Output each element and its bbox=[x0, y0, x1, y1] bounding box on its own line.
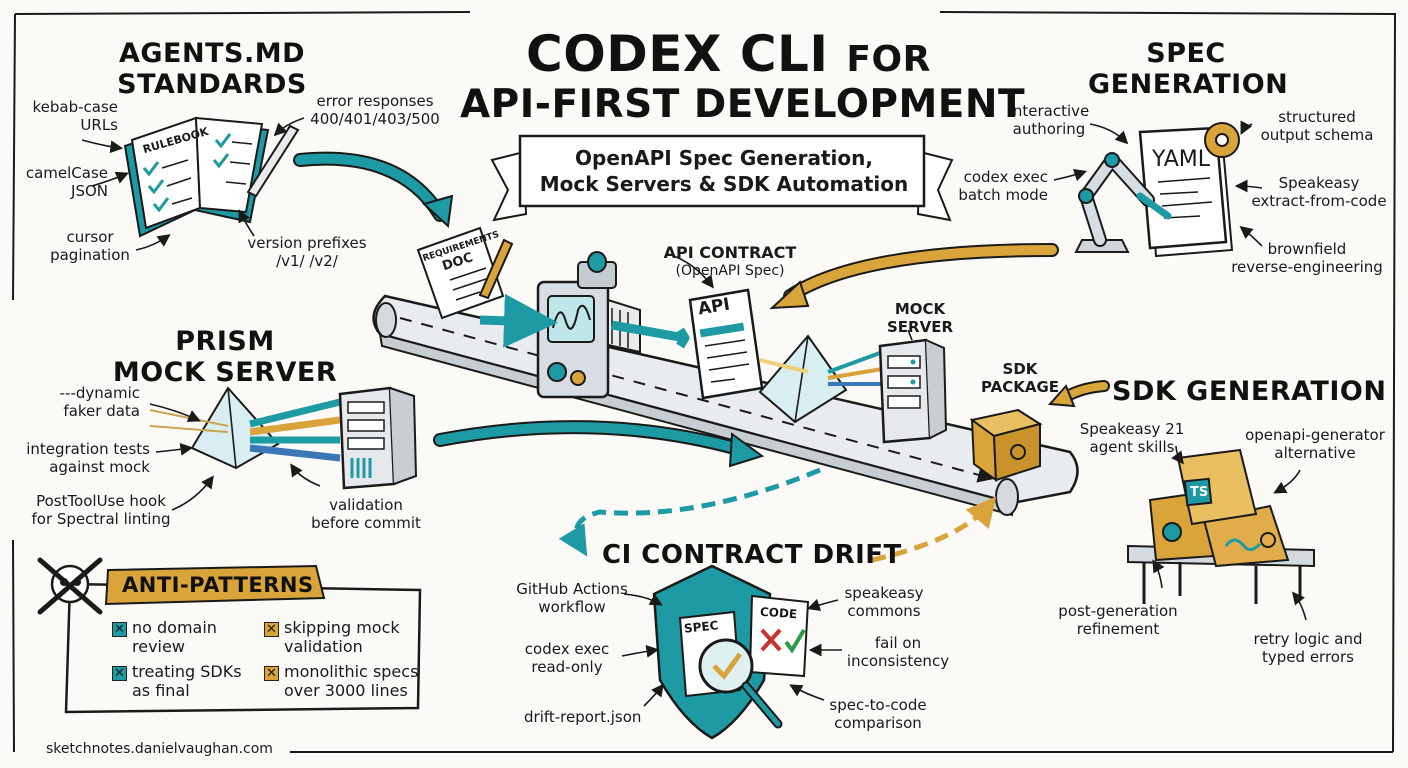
rulebook-drawing bbox=[123, 116, 300, 238]
flow-arrows bbox=[293, 151, 1110, 563]
note-speakeasy-commons: speakeasy commons bbox=[844, 584, 924, 620]
note-post-generation: post-generation refinement bbox=[1058, 602, 1178, 638]
prism-heading-line1: PRISM bbox=[175, 326, 275, 357]
ts-box-label: TS bbox=[1190, 485, 1209, 500]
note-integration-tests: integration tests against mock bbox=[26, 440, 150, 476]
agents-md-heading: AGENTS.MD STANDARDS bbox=[112, 38, 312, 100]
prism-drawing bbox=[149, 386, 418, 490]
anti-pattern-item: skipping mock validation bbox=[284, 618, 400, 656]
prism-heading: PRISM MOCK SERVER bbox=[110, 326, 340, 388]
title-small: FOR bbox=[846, 39, 931, 80]
note-version-prefixes: version prefixes /v1/ /v2/ bbox=[247, 234, 367, 270]
yaml-doc-label: YAML bbox=[1152, 147, 1211, 172]
anti-patterns-heading: ANTI-PATTERNS bbox=[122, 573, 314, 597]
pipeline-package bbox=[969, 408, 1043, 483]
note-interactive-authoring: interactive authoring bbox=[1008, 102, 1090, 138]
note-pointers bbox=[81, 117, 1307, 707]
anti-pattern-check-2: ✕ bbox=[264, 622, 279, 637]
api-contract-label: API CONTRACT (OpenAPI Spec) bbox=[650, 244, 810, 280]
note-openapi-generator: openapi-generator alternative bbox=[1245, 426, 1385, 462]
anti-pattern-check-1: ✕ bbox=[112, 622, 127, 637]
banner-line2: Mock Servers & SDK Automation bbox=[539, 172, 909, 196]
spec-generation-heading-line2: GENERATION bbox=[1088, 69, 1289, 100]
note-spec-to-code: spec-to-code comparison bbox=[829, 696, 927, 732]
mock-server-line1: MOCK bbox=[894, 300, 946, 318]
note-speakeasy-skills: Speakeasy 21 agent skills bbox=[1079, 420, 1185, 456]
api-contract-doc-drawing bbox=[688, 288, 764, 400]
title-main: CODEX CLI bbox=[526, 25, 829, 83]
page-title: CODEX CLI FOR bbox=[526, 26, 931, 88]
note-codex-readonly: codex exec read-only bbox=[524, 640, 610, 676]
note-kebab-case: kebab-case URLs bbox=[32, 98, 118, 134]
note-drift-report: drift-report.json bbox=[524, 708, 642, 726]
note-posttooluse: PostToolUse hook for Spectral linting bbox=[31, 492, 171, 528]
api-contract-line1: API CONTRACT bbox=[663, 243, 797, 262]
anti-pattern-item: no domain review bbox=[132, 618, 217, 656]
ci-shield bbox=[652, 564, 810, 740]
note-camelcase-json: camelCase JSON bbox=[25, 164, 108, 200]
api-doc-label: API bbox=[696, 294, 732, 320]
banner-line1: OpenAPI Spec Generation, bbox=[575, 146, 873, 170]
spec-doc-label: SPEC bbox=[683, 618, 720, 636]
sdk-package-line2: PACKAGE bbox=[980, 378, 1060, 396]
frame-lines bbox=[12, 11, 1397, 753]
codex-machine bbox=[479, 251, 690, 399]
spec-drawing bbox=[1074, 122, 1240, 258]
requirements-doc-drawing bbox=[416, 226, 514, 320]
note-github-actions: GitHub Actions workflow bbox=[516, 580, 628, 616]
note-speakeasy-extract: Speakeasy extract-from-code bbox=[1251, 174, 1387, 210]
banner-ribbon bbox=[490, 134, 954, 222]
ci-drift-heading: CI CONTRACT DRIFT bbox=[602, 540, 902, 570]
pipeline-prism bbox=[758, 334, 889, 424]
sdk-crates bbox=[1127, 448, 1315, 604]
anti-pattern-item: treating SDKs as final bbox=[132, 662, 242, 700]
anti-patterns-panel bbox=[37, 557, 422, 714]
anti-pattern-check-4: ✕ bbox=[264, 666, 279, 681]
sdk-package-line1: SDK bbox=[1002, 360, 1038, 378]
note-validation-commit: validation before commit bbox=[311, 496, 421, 532]
note-cursor-pagination: cursor pagination bbox=[50, 228, 130, 264]
code-doc-label: CODE bbox=[759, 604, 798, 622]
agents-md-heading-line2: STANDARDS bbox=[117, 69, 307, 100]
page-subtitle-heading: API-FIRST DEVELOPMENT bbox=[460, 82, 1026, 127]
anti-pattern-item: monolithic specs over 3000 lines bbox=[284, 662, 419, 700]
note-brownfield: brownfield reverse-engineering bbox=[1231, 240, 1383, 276]
sdk-generation-heading: SDK GENERATION bbox=[1112, 376, 1387, 407]
agents-md-heading-line1: AGENTS.MD bbox=[119, 38, 305, 69]
note-error-responses: error responses 400/401/403/500 bbox=[310, 92, 440, 128]
note-retry-logic: retry logic and typed errors bbox=[1253, 630, 1363, 666]
pipeline-server bbox=[878, 338, 948, 444]
mock-server-line2: SERVER bbox=[886, 318, 953, 336]
note-codex-batch: codex exec batch mode bbox=[958, 168, 1048, 204]
spec-generation-heading-line1: SPEC bbox=[1146, 38, 1226, 69]
note-structured-output: structured output schema bbox=[1260, 108, 1374, 144]
api-contract-line2: (OpenAPI Spec) bbox=[675, 263, 785, 279]
prism-heading-line2: MOCK SERVER bbox=[112, 357, 338, 388]
note-faker-data: ---dynamic faker data bbox=[59, 384, 140, 420]
spec-generation-heading: SPEC GENERATION bbox=[1088, 38, 1289, 100]
mock-server-label: MOCK SERVER bbox=[880, 300, 960, 336]
anti-pattern-check-3: ✕ bbox=[112, 666, 127, 681]
note-fail-inconsistency: fail on inconsistency bbox=[846, 634, 950, 670]
sdk-package-label: SDK PACKAGE bbox=[980, 360, 1060, 396]
footer-url: sketchnotes.danielvaughan.com bbox=[46, 741, 273, 757]
